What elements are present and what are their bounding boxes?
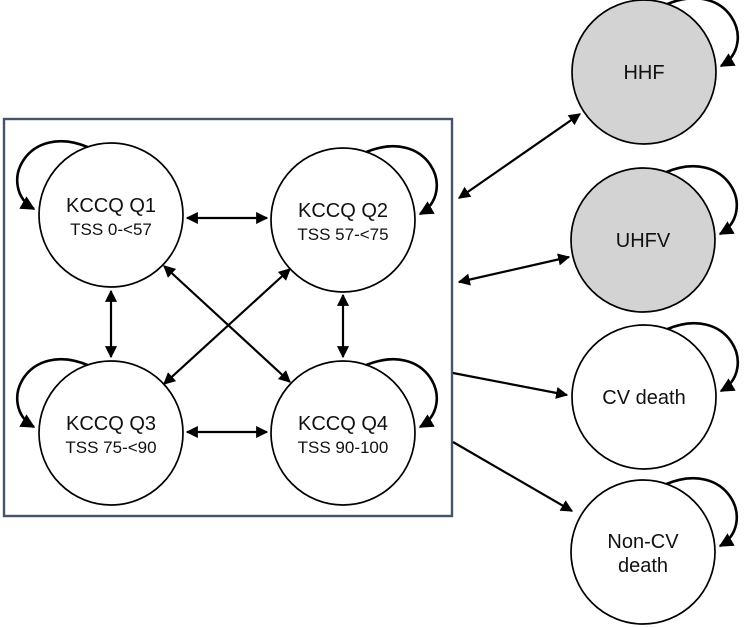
transition-arrow-box-hhf [458, 113, 581, 199]
self-loop-arrow-q1 [15, 140, 91, 211]
state-circle-uhfv [570, 167, 716, 313]
state-sublabel-kccq-q2: TSS 57-<75 [297, 225, 388, 244]
self-loop-arrow-cv-death [664, 322, 740, 393]
state-label-cv-death: CV death [602, 387, 685, 409]
state-kccq-q1: KCCQ Q1 TSS 0-<57 [38, 142, 184, 288]
state-label-kccq-q4: KCCQ Q4 [298, 413, 388, 435]
state-kccq-q4: KCCQ Q4 TSS 90-100 [270, 360, 416, 506]
state-kccq-q2: KCCQ Q2 TSS 57-<75 [270, 147, 416, 293]
state-circle-kccq-q1 [38, 142, 184, 288]
state-circle-kccq-q2 [270, 147, 416, 293]
state-label-uhfv: UHFV [616, 230, 671, 252]
state-circle-non-cv-death [570, 479, 716, 625]
self-loop-arrow-q3 [15, 358, 91, 429]
self-loop-arrow-q2 [363, 145, 439, 216]
state-kccq-q3: KCCQ Q3 TSS 75-<90 [38, 360, 184, 506]
self-loop-arrow-hhf [664, 0, 740, 68]
state-hhf: HHF [571, 0, 717, 145]
state-sublabel-kccq-q3: TSS 75-<90 [65, 438, 156, 457]
transition-arrow-q1-q4 [163, 265, 291, 383]
self-loop-arrow-non-cv-death [663, 477, 739, 548]
kccq-states-box [2, 117, 454, 518]
state-circle-hhf [571, 0, 717, 145]
state-non-cv-death: Non-CV death [570, 479, 716, 625]
state-circle-cv-death [571, 324, 717, 470]
state-circle-kccq-q3 [38, 360, 184, 506]
transition-arrow-box-uhfv [457, 253, 571, 286]
transition-arrow-box-non-cv-death [452, 441, 574, 512]
state-sublabel-kccq-q4: TSS 90-100 [298, 438, 389, 457]
state-uhfv: UHFV [570, 167, 716, 313]
state-label-hhf: HHF [623, 62, 664, 84]
state-circle-kccq-q4 [270, 360, 416, 506]
state-label-non-cv-death-line2: death [618, 555, 668, 577]
state-sublabel-kccq-q1: TSS 0-<57 [70, 220, 152, 239]
self-loop-arrow-q4 [363, 358, 439, 429]
transition-arrow-box-cv-death [452, 371, 569, 399]
state-cv-death: CV death [571, 324, 717, 470]
state-label-kccq-q2: KCCQ Q2 [298, 200, 388, 222]
state-label-kccq-q3: KCCQ Q3 [66, 413, 156, 435]
self-loop-arrow-uhfv [663, 165, 739, 236]
state-label-kccq-q1: KCCQ Q1 [66, 195, 156, 217]
transition-arrow-q2-q3 [163, 268, 291, 385]
state-label-non-cv-death-line1: Non-CV [607, 531, 679, 553]
